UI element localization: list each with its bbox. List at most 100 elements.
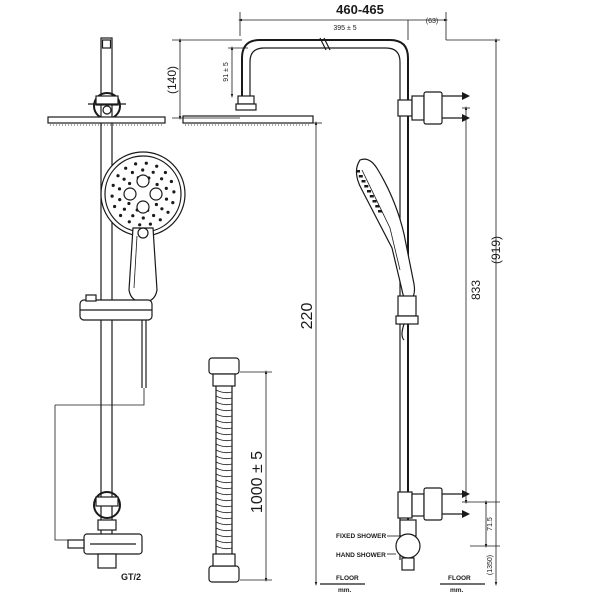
hose-coil [215, 437, 233, 442]
side-nozzle [375, 205, 380, 208]
front-riser-pipe [100, 37, 113, 561]
nozzle-dot [155, 182, 159, 187]
nozzle-dot [166, 210, 170, 214]
nozzle-dot [113, 204, 117, 209]
hose-coil [215, 479, 233, 484]
nozzle-dot [172, 190, 176, 194]
nozzle-dot [152, 213, 156, 218]
nozzle-dot [160, 177, 164, 181]
nozzle-dot [164, 186, 168, 190]
nozzle-dot [169, 179, 173, 184]
nozzle-dot [164, 197, 169, 201]
hose-coil [215, 509, 233, 514]
hose-coil [215, 467, 233, 472]
side-view: FIXED SHOWER HAND SHOWER FLOOR mm. FLOOR… [182, 37, 485, 594]
nozzle-dot [127, 220, 131, 224]
nozzle-dot [127, 201, 131, 206]
nozzle-dot [118, 198, 122, 202]
nozzle-dot [130, 170, 134, 175]
hose-coil [215, 389, 233, 394]
dim-arm-inner-width: 395 ± 5 [333, 25, 356, 32]
side-nozzle [369, 195, 374, 198]
nozzle-dot [144, 161, 148, 165]
nozzle-dot [171, 201, 175, 205]
nozzle-dot [116, 174, 120, 178]
nozzle-dot [158, 218, 162, 222]
hose-coil [215, 401, 233, 406]
label-fixed-shower: FIXED SHOWER [336, 533, 387, 540]
hose-coil [215, 473, 233, 478]
nozzle-dot [111, 183, 115, 187]
nozzle-dot [124, 166, 128, 170]
hose-coil [215, 431, 233, 436]
side-nozzle [372, 200, 377, 203]
hose-coil [215, 491, 233, 496]
hose-coil [215, 503, 233, 508]
dim-height-1350: (1350) [487, 555, 494, 575]
front-mixer-ring [93, 491, 121, 519]
front-spout [97, 553, 117, 569]
hose-coil [215, 419, 233, 424]
front-bracket-screw [102, 105, 112, 115]
nozzle-dot [141, 168, 145, 172]
dim-right-offset: (63) [426, 18, 438, 25]
side-hand-shower [355, 158, 416, 301]
hose-coil [215, 533, 233, 538]
front-mixer-lever [67, 539, 85, 549]
hand-shower-face [100, 151, 186, 237]
nozzle-dot [141, 216, 145, 220]
label-floor-right: FLOOR [448, 575, 471, 582]
nozzle-dot [163, 170, 167, 175]
front-bracket-block [95, 95, 119, 106]
dimension-lines: 460-465 395 ± 5 (63) (140) 91 ± 5 220 83… [165, 2, 503, 586]
side-bottom-bracket [397, 491, 413, 519]
model-label: GT/2 [121, 572, 141, 582]
hose-top-nut [208, 357, 240, 375]
hose-bottom-nut [208, 565, 240, 583]
nozzle-dot [122, 207, 126, 211]
hose-detail: 1000 ± 5 [208, 357, 272, 583]
dim-height-220: 220 [299, 303, 316, 330]
nozzle-dot [110, 194, 114, 198]
nozzle-dot [119, 213, 123, 218]
label-mm-left: mm. [338, 587, 352, 594]
nozzle-dot [131, 214, 135, 218]
label-floor-left: FLOOR [336, 575, 359, 582]
hose-coil [215, 443, 233, 448]
hose-coil [215, 539, 233, 544]
hose-coil [215, 527, 233, 532]
nozzle-dot [160, 207, 164, 211]
hose-coil [215, 449, 233, 454]
label-hand-shower: HAND SHOWER [336, 552, 386, 559]
front-diverter [97, 519, 117, 531]
nozzle-dot [151, 170, 155, 174]
front-view: GT/2 [47, 37, 186, 582]
hose-coil [215, 461, 233, 466]
side-nozzle [364, 185, 369, 188]
side-mixer-knob [395, 533, 421, 559]
side-slider [397, 295, 417, 317]
hose-coil [215, 521, 233, 526]
front-head-plate [47, 116, 166, 124]
dim-head-drop: 91 ± 5 [223, 62, 230, 82]
hose-coil [215, 455, 233, 460]
nozzle-dot [138, 223, 142, 227]
side-nozzle [358, 175, 363, 178]
hand-shower-handle [128, 227, 158, 303]
hose-coil [215, 485, 233, 490]
dim-height-833: 833 [469, 280, 483, 300]
side-nozzle [361, 180, 366, 183]
hose-coil [215, 545, 233, 550]
hose-coil [215, 413, 233, 418]
hose-coil [215, 515, 233, 520]
nozzle-dot [117, 187, 122, 191]
dim-height-919: (919) [489, 236, 503, 264]
nozzle-dot [122, 177, 126, 181]
side-hand-shower-nozzles [356, 170, 382, 213]
hose-coil [215, 407, 233, 412]
nozzle-dot [155, 164, 159, 168]
side-nozzle [356, 170, 360, 173]
nozzle-dot [134, 162, 138, 166]
dim-top-height: (140) [165, 66, 179, 94]
